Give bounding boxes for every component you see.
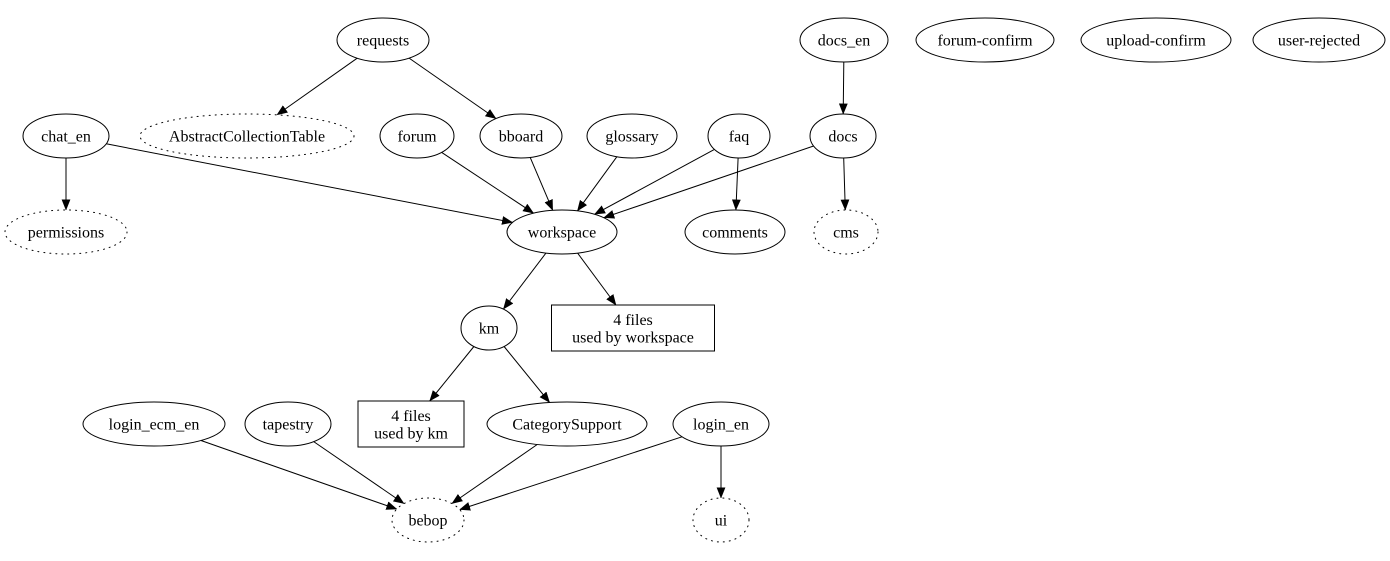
node-label-forum-confirm: forum-confirm [937,33,1033,50]
bboard-ellipse-shape [479,113,563,159]
node-label-cms: cms [833,225,859,242]
bebop-ellipse-shape [391,497,465,543]
node-workspace: workspace [506,209,618,255]
node-forum-confirm: forum-confirm [915,17,1055,63]
node-requests: requests [336,17,430,63]
upload-confirm-ellipse-shape [1080,17,1232,63]
edge-faq-to-workspace [594,148,715,215]
chat_en-ellipse-shape [22,113,110,159]
edge-km-to-CategorySupport [503,346,550,403]
node-label-requests: requests [357,33,409,50]
node-bboard: bboard [479,113,563,159]
node-label-login_en: login_en [693,417,749,434]
edge-docs-to-workspace [603,145,814,219]
node-CategorySupport: CategorySupport [486,401,648,447]
node-AbstractCollectionTable: AbstractCollectionTable [139,113,355,159]
edge-workspace-to-files-used-by-workspace [577,252,617,306]
login_ecm_en-ellipse-shape [82,401,226,447]
edge-bboard-to-workspace [529,157,554,211]
edge-chat_en-to-workspace [106,143,514,225]
node-glossary: glossary [586,113,678,159]
docs-ellipse-shape [809,113,877,159]
node-chat_en: chat_en [22,113,110,159]
node-docs_en: docs_en [799,17,889,63]
node-faq: faq [707,113,771,159]
login_en-ellipse-shape [672,401,770,447]
forum-confirm-ellipse-shape [915,17,1055,63]
node-bebop: bebop [391,497,465,543]
nodes-layer: requests docs_en forum-confirm upload-confi… [4,17,1386,543]
edge-requests-to-AbstractCollectionTable [276,57,358,116]
edge-tapestry-to-bebop [313,441,405,505]
node-label-login_ecm_en: login_ecm_en [109,417,200,434]
node-label-bboard: bboard [499,129,543,146]
edge-faq-to-comments [731,157,741,211]
node-upload-confirm: upload-confirm [1080,17,1232,63]
tapestry-ellipse-shape [244,401,332,447]
files-used-by-km-box-shape [357,400,465,448]
node-label-bebop: bebop [408,513,447,530]
ui-ellipse-shape [692,497,750,543]
node-label-comments: comments [702,225,768,242]
node-label-faq: faq [729,129,749,146]
node-label-ui: ui [715,513,728,530]
node-cms: cms [813,209,879,255]
files-used-by-workspace-box-shape [551,304,715,352]
edge-CategorySupport-to-bebop [451,443,538,504]
node-forum: forum [379,113,455,159]
workspace-ellipse-shape [506,209,618,255]
edge-workspace-to-km [503,252,547,310]
node-label-glossary: glossary [605,129,658,146]
glossary-ellipse-shape [586,113,678,159]
node-label-forum: forum [397,129,437,146]
node-label-CategorySupport: CategorySupport [512,417,622,434]
cms-ellipse-shape [813,209,879,255]
faq-ellipse-shape [707,113,771,159]
edge-km-to-files-used-by-km [429,346,475,402]
node-tapestry: tapestry [244,401,332,447]
permissions-ellipse-shape [4,209,128,255]
CategorySupport-ellipse-shape [486,401,648,447]
edge-docs_en-to-docs [838,61,848,115]
node-label-AbstractCollectionTable: AbstractCollectionTable [169,129,325,146]
node-km: km [460,305,518,351]
edge-login_en-to-bebop [459,436,683,511]
edge-requests-to-bboard [408,57,497,120]
node-label-files-used-by-workspace-line1: 4 files [613,312,653,329]
node-label-permissions: permissions [28,225,104,242]
node-label-docs: docs [828,129,857,146]
node-permissions: permissions [4,209,128,255]
node-label-files-used-by-km-line2: used by km [374,426,448,443]
requests-ellipse-shape [336,17,430,63]
km-ellipse-shape [460,305,518,351]
node-login_ecm_en: login_ecm_en [82,401,226,447]
node-label-files-used-by-km-line1: 4 files [391,408,431,425]
node-comments: comments [684,209,786,255]
node-docs: docs [809,113,877,159]
node-label-files-used-by-workspace-line2: used by workspace [572,330,694,347]
user-rejected-ellipse-shape [1252,17,1386,63]
edge-forum-to-workspace [441,151,535,214]
node-label-km: km [479,321,500,338]
AbstractCollectionTable-ellipse-shape [139,113,355,159]
docs_en-ellipse-shape [799,17,889,63]
edge-glossary-to-workspace [576,156,618,212]
comments-ellipse-shape [684,209,786,255]
node-user-rejected: user-rejected [1252,17,1386,63]
forum-ellipse-shape [379,113,455,159]
node-label-user-rejected: user-rejected [1278,33,1360,50]
edges-layer [61,57,850,511]
node-login_en: login_en [672,401,770,447]
edge-docs-to-cms [840,157,850,211]
edge-login_ecm_en-to-bebop [200,440,398,510]
node-label-tapestry: tapestry [263,417,314,434]
node-label-chat_en: chat_en [41,129,91,146]
node-label-upload-confirm: upload-confirm [1106,33,1206,50]
node-label-docs_en: docs_en [818,33,870,50]
node-ui: ui [692,497,750,543]
node-label-workspace: workspace [528,225,596,242]
